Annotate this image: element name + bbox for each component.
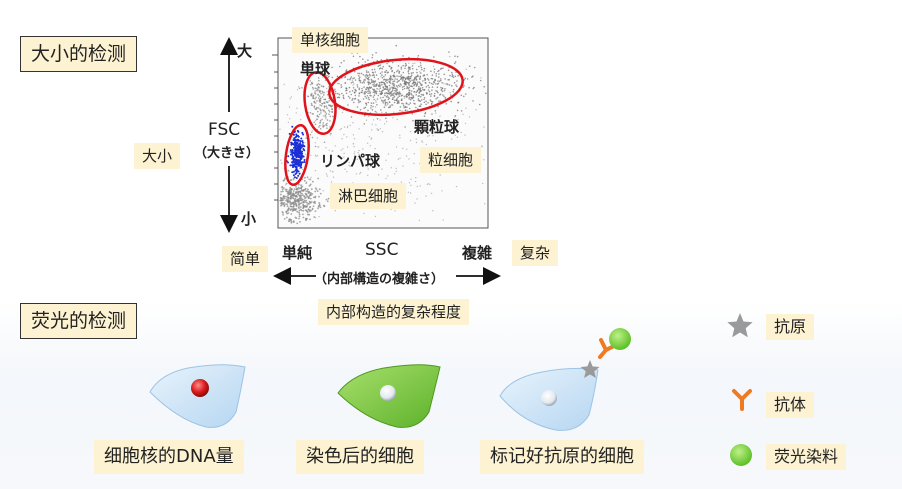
cell-labeled-caption: 标记好抗原的细胞 [480, 440, 644, 474]
monocyte-gate [303, 70, 337, 136]
granulocyte-gate [328, 57, 464, 117]
cell-dna-caption: 细胞核的DNA量 [94, 440, 244, 474]
antibody-y-icon [732, 389, 752, 411]
granulocyte-cn-label: 粒细胞 [420, 147, 482, 173]
x-axis-cn-left: 简单 [222, 246, 269, 272]
y-ticks [272, 54, 278, 201]
cell-nucleus [541, 390, 557, 406]
star-icon [580, 360, 600, 378]
legend-antigen-label: 抗原 [766, 314, 815, 340]
x-axis-left-label: 単純 [282, 244, 313, 262]
scatter-dots [279, 40, 487, 225]
cell-dna [149, 364, 246, 428]
y-axis-bottom-label: 小 [241, 210, 257, 228]
cell-nucleus [191, 379, 209, 397]
legend-antibody-label: 抗体 [766, 392, 815, 418]
scatter-plot [272, 37, 489, 229]
x-axis-cn-right: 复杂 [512, 240, 559, 266]
monocyte-cn-label: 单核细胞 [292, 27, 369, 53]
section-title-size: 大小的检测 [20, 36, 138, 72]
section-title-fluorescence: 荧光的检测 [20, 303, 138, 339]
y-axis-sublabel: （大きさ） [194, 146, 260, 161]
star-icon [727, 313, 753, 338]
cell-stained-caption: 染色后的细胞 [296, 440, 424, 474]
cell-labeled [499, 328, 631, 431]
y-axis-label: FSC [208, 120, 241, 140]
cell-stained [337, 364, 441, 428]
monocyte-jp-label: 単球 [300, 60, 331, 78]
y-axis-top-label: 大 [237, 42, 253, 60]
dot-icon [730, 444, 752, 466]
lymphocyte-dots [285, 125, 306, 183]
y-axis-cn-label: 大小 [134, 143, 181, 169]
legend-dye-label: 荧光染料 [766, 444, 847, 470]
lymphocyte-jp-label: リンパ球 [320, 152, 381, 170]
x-axis-sublabel: （内部構造の複雑さ） [314, 272, 445, 287]
x-axis-label: SSC [362, 240, 402, 260]
granulocyte-jp-label: 顆粒球 [414, 118, 460, 136]
x-axis-cn-label: 内部构造的复杂程度 [318, 299, 470, 325]
x-axis-right-label: 複雑 [462, 244, 493, 262]
cell-nucleus [380, 385, 396, 401]
dot-icon [609, 328, 631, 350]
lymphocyte-cn-label: 淋巴细胞 [330, 183, 407, 209]
lymphocyte-gate [284, 124, 310, 186]
